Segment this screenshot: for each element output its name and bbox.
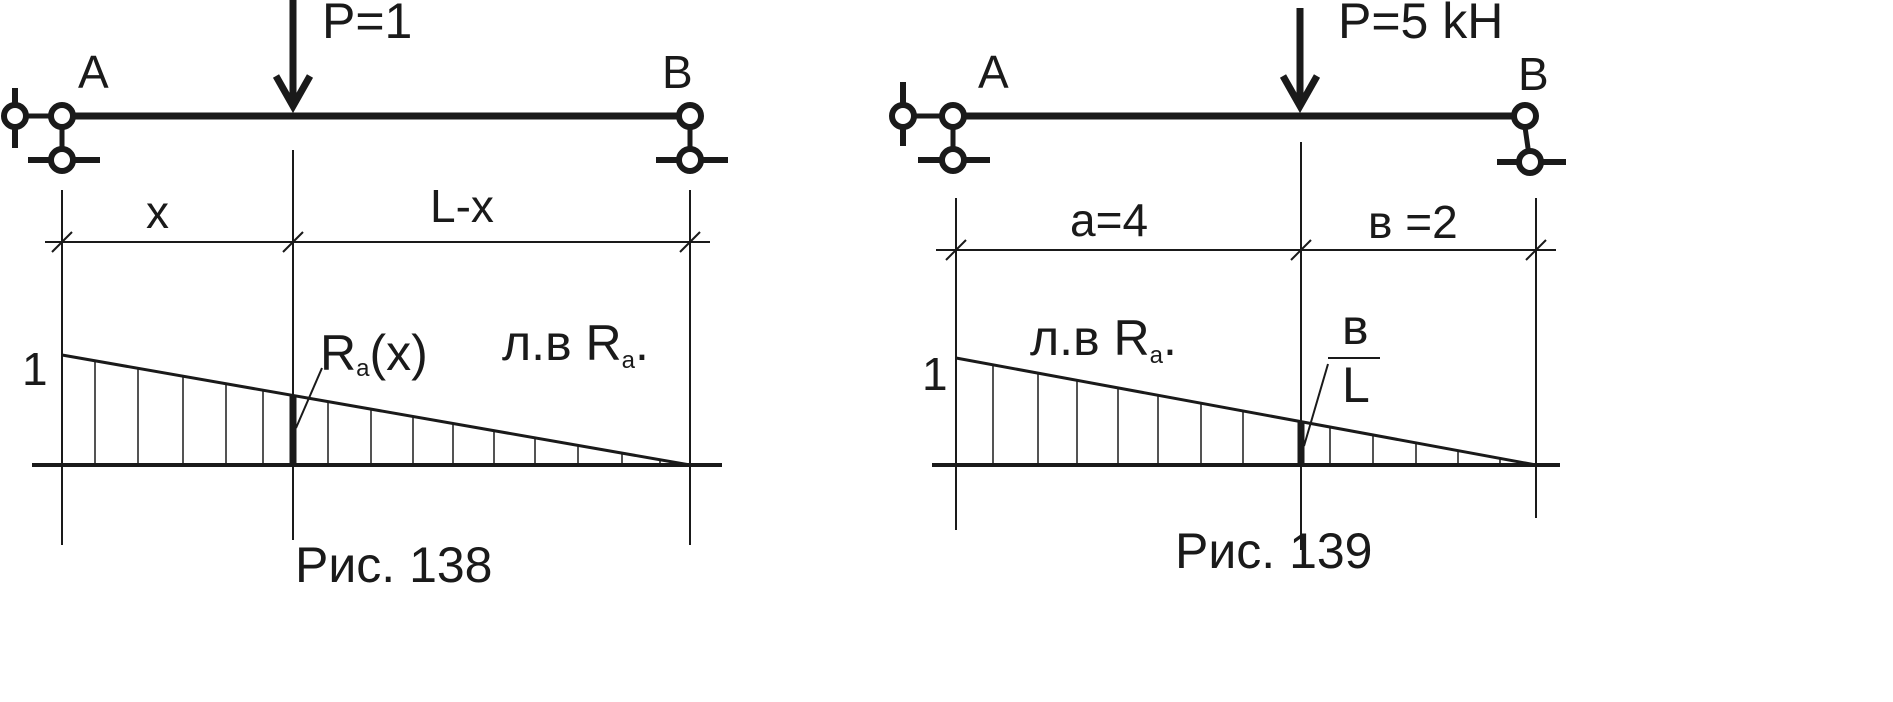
dimension-line [45, 231, 710, 253]
influence-line-subscript: a [622, 347, 636, 374]
hatching [992, 365, 1501, 465]
influence-line-subscript: a [1150, 342, 1164, 369]
ordinate-label-subscript: a [356, 355, 370, 382]
influence-line-label: л.в Ra. [502, 315, 649, 374]
ordinate-label: Ra(x) [320, 325, 428, 382]
influence-line [955, 356, 1537, 467]
support-b-label: B [1518, 48, 1549, 100]
support-b [656, 102, 728, 174]
hatching [94, 361, 661, 465]
figure-138-caption: Рис. 138 [295, 537, 493, 593]
figure-138 [1, 0, 728, 545]
dimension-right-label: в =2 [1368, 196, 1458, 248]
load-label: P=5 kH [1338, 0, 1503, 49]
influence-line-dot: . [1163, 310, 1177, 366]
support-b [1497, 102, 1566, 176]
leader-line [1303, 363, 1329, 447]
load-arrow [1279, 8, 1321, 114]
influence-line-label: л.в Ra. [1030, 310, 1177, 369]
support-a [1, 88, 100, 174]
dimension-left-label: x [146, 186, 169, 238]
fraction-denominator: L [1342, 357, 1370, 413]
load-label: P=1 [322, 0, 412, 49]
ordinate-one-label: 1 [22, 343, 48, 395]
dimension-left-label: a=4 [1070, 194, 1148, 246]
influence-line-text: л.в R [502, 315, 622, 371]
figure-139-caption: Рис. 139 [1175, 523, 1373, 579]
influence-line [61, 353, 691, 467]
support-a [889, 82, 990, 174]
load-arrow [272, 0, 314, 114]
support-a-label: A [78, 46, 109, 98]
ordinate-one-label: 1 [922, 348, 948, 400]
influence-line-text: л.в R [1030, 310, 1150, 366]
figure-139 [889, 8, 1566, 550]
support-a-label: A [978, 46, 1009, 98]
leader-line [295, 367, 323, 429]
ordinate-label-arg: (x) [369, 325, 427, 381]
support-b-label: B [662, 46, 693, 98]
influence-line-dot: . [635, 315, 649, 371]
dimension-right-label: L-x [430, 180, 494, 232]
dimension-line [936, 239, 1556, 261]
ordinate-label-text: R [320, 325, 356, 381]
fraction-numerator: в [1342, 299, 1369, 355]
